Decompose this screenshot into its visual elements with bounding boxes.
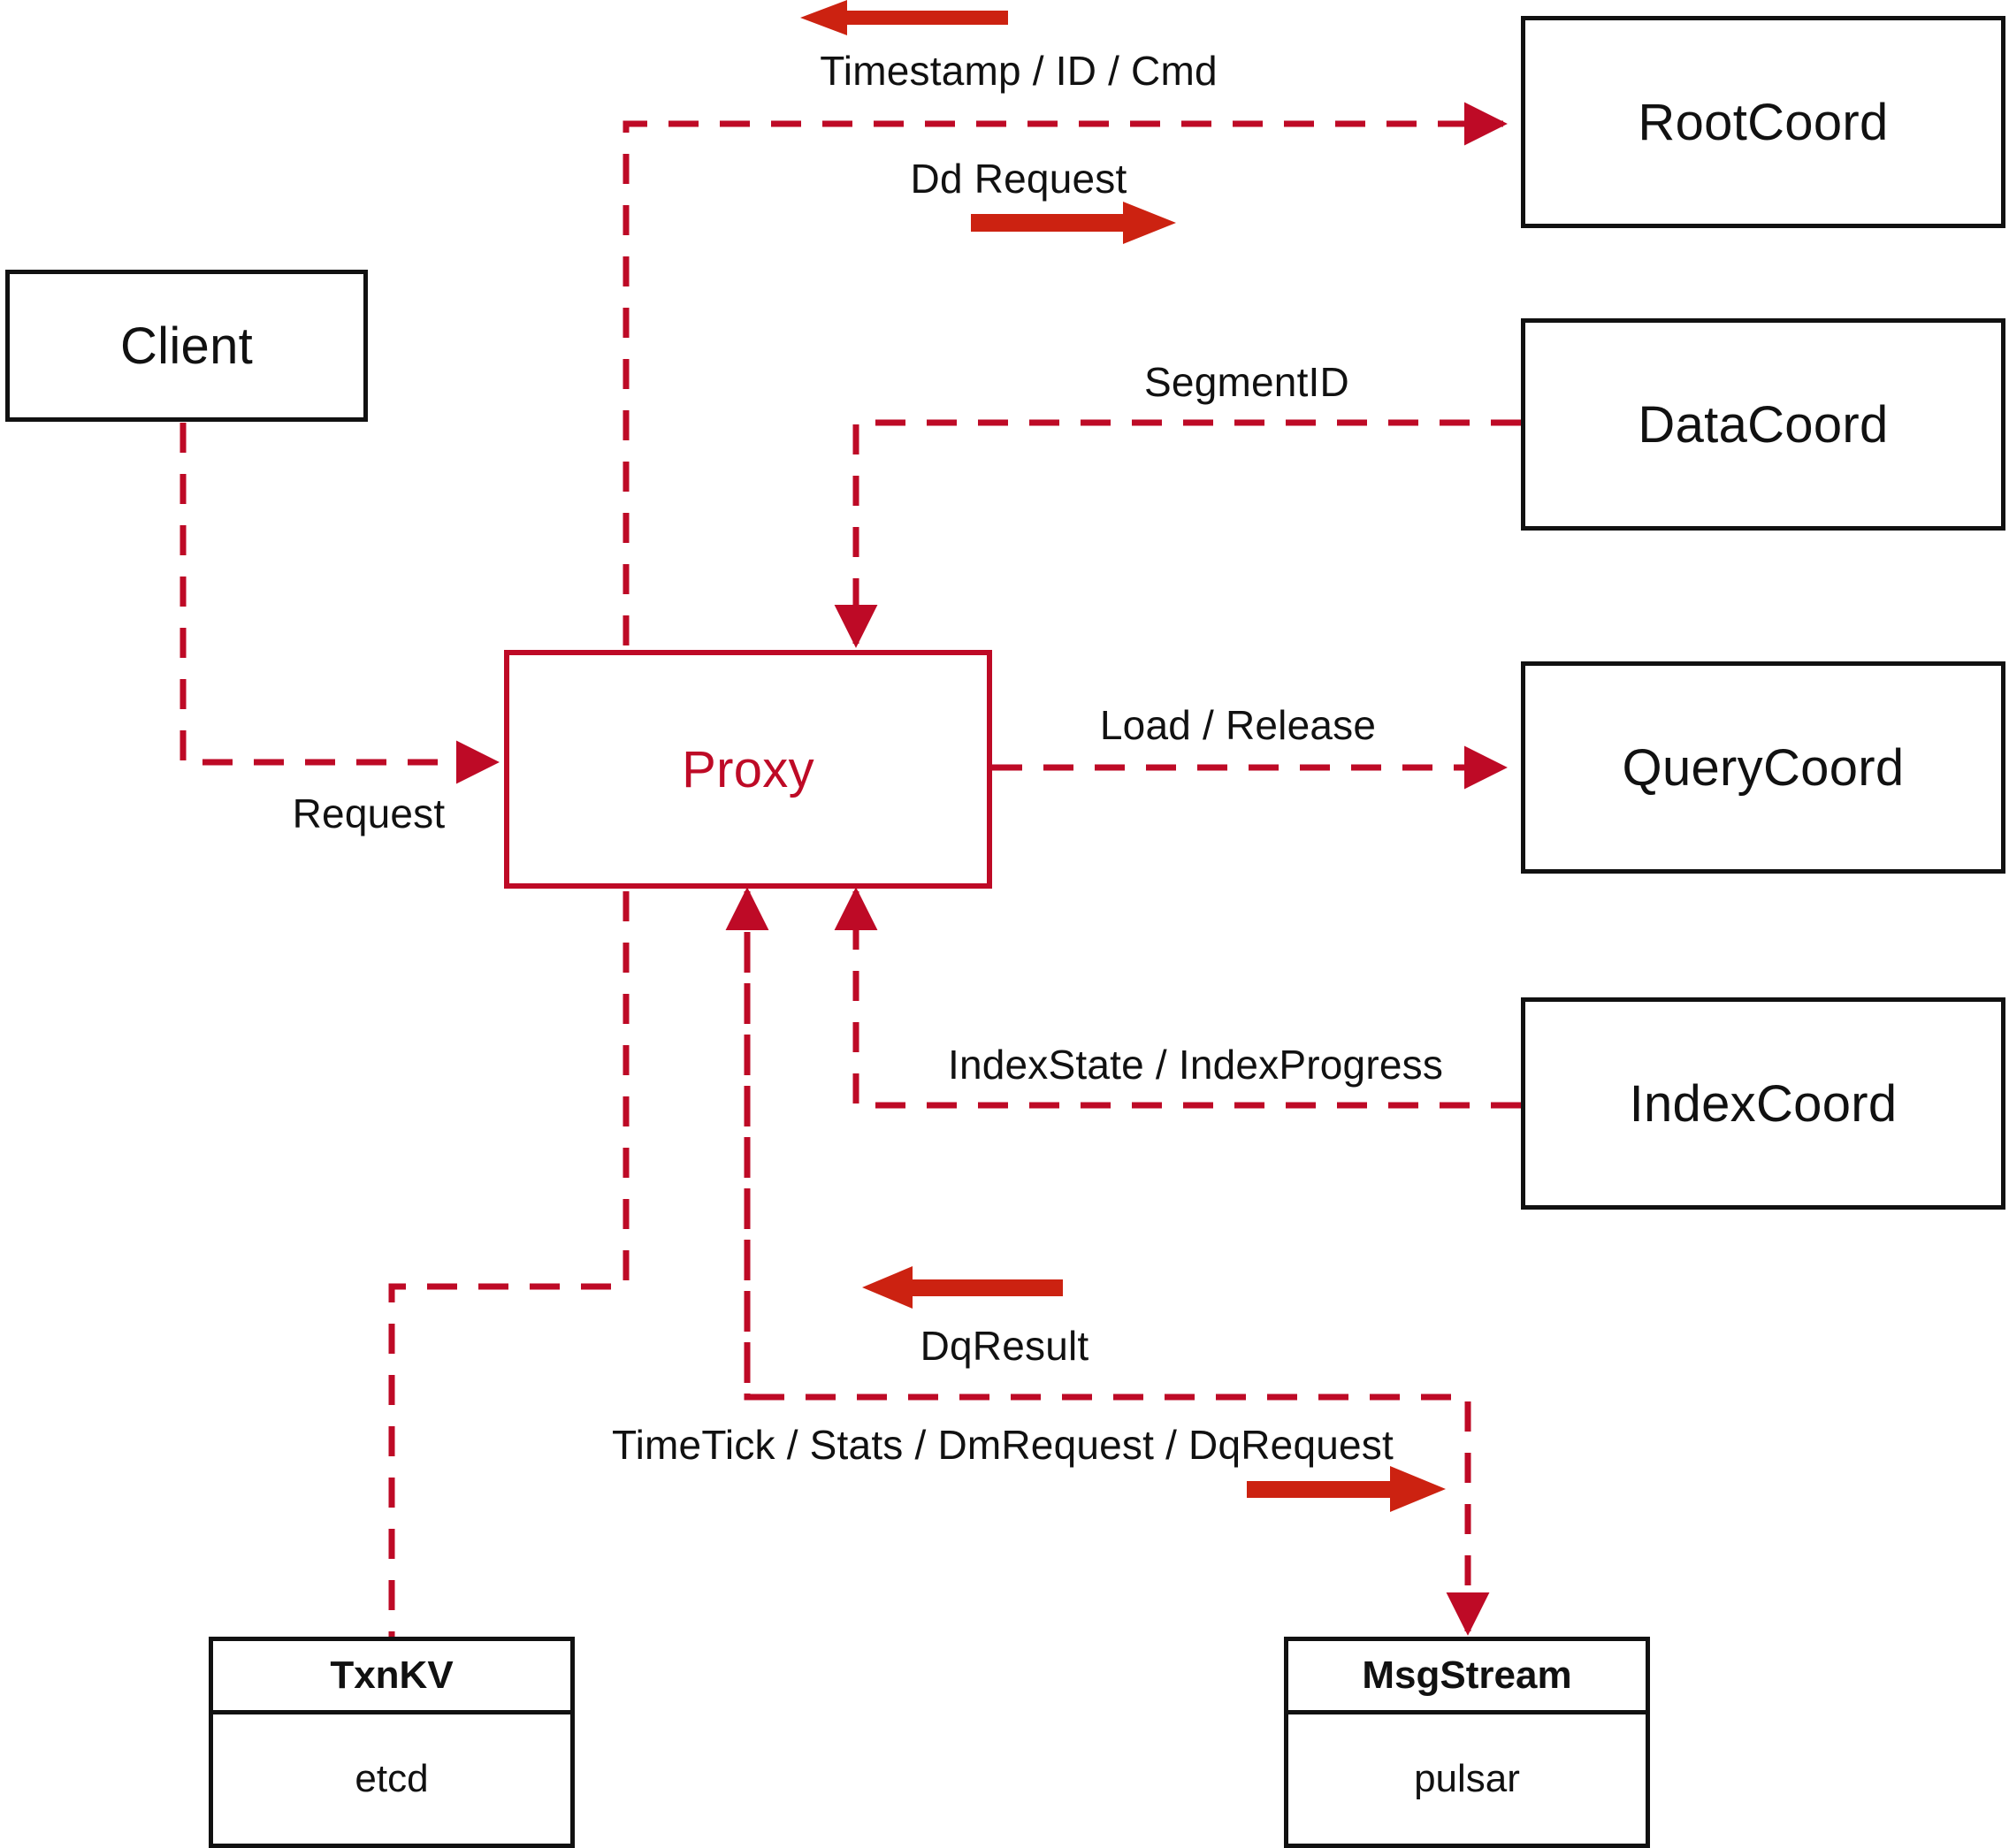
edge-proxy-to-rootcoord [623,102,1508,645]
edge-label-index-state-progress: IndexState / IndexProgress [947,1042,1444,1088]
node-indexcoord[interactable]: IndexCoord [1521,997,2005,1210]
node-msgstream-header: MsgStream [1288,1641,1646,1714]
edge-label-segment-id: SegmentID [1144,359,1349,405]
edge-label-load-release: Load / Release [1099,702,1377,748]
dd-request-direction-arrow-icon [971,202,1176,244]
node-txnkv-body: etcd [355,1757,429,1800]
edge-label-request: Request [292,790,446,836]
edge-proxy-to-msgstream [744,891,1490,1636]
edge-label-dd-request: Dd Request [910,156,1127,202]
node-datacoord[interactable]: DataCoord [1521,318,2005,531]
node-msgstream-body: pulsar [1414,1757,1520,1800]
edge-datacoord-to-proxy [834,419,1521,648]
node-indexcoord-label: IndexCoord [1629,1074,1898,1133]
node-proxy-label: Proxy [682,740,814,798]
node-txnkv[interactable]: TxnKV etcd [209,1637,575,1848]
node-querycoord-label: QueryCoord [1622,738,1905,797]
node-client-label: Client [119,317,254,375]
node-txnkv-header: TxnKV [213,1641,570,1714]
node-client[interactable]: Client [5,270,368,422]
dm-dq-request-direction-arrow-icon [1247,1466,1446,1512]
edge-indexcoord-to-proxy [834,887,1521,1109]
node-datacoord-label: DataCoord [1638,395,1889,454]
timestamp-direction-arrow-icon [800,0,1008,35]
edge-label-timetick-stats: TimeTick / Stats / DmRequest / DqRequest [612,1422,1394,1468]
edge-label-dq-result: DqResult [920,1323,1089,1369]
node-rootcoord-label: RootCoord [1638,93,1889,151]
node-proxy[interactable]: Proxy [504,650,992,889]
node-rootcoord[interactable]: RootCoord [1521,16,2005,228]
dq-result-direction-arrow-icon [862,1266,1063,1309]
dashed-edges [180,102,1521,1637]
edge-client-to-proxy [180,423,500,784]
edge-label-timestamp-id-cmd: Timestamp / ID / Cmd [820,48,1218,94]
node-msgstream[interactable]: MsgStream pulsar [1284,1637,1650,1848]
node-querycoord[interactable]: QueryCoord [1521,661,2005,874]
